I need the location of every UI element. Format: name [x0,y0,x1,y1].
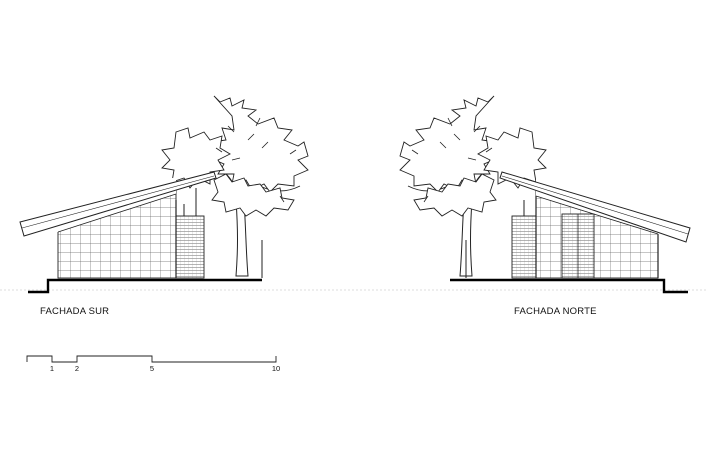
north-elevation [399,95,691,294]
south-plinth [28,278,262,294]
north-plinth [450,278,688,294]
south-slat-panel [175,215,205,279]
south-roof [19,171,217,237]
scale-bar [26,355,277,363]
south-elevation [19,95,309,294]
north-elevation-title: FACHADA NORTE [514,306,597,317]
north-slat-panel [511,215,537,279]
scale-tick-5: 5 [149,364,155,373]
scale-tick-2: 2 [74,364,80,373]
north-roof [499,171,691,243]
south-elevation-title: FACHADA SUR [40,306,110,317]
scale-tick-10: 10 [271,364,281,373]
scale-tick-1: 1 [49,364,55,373]
